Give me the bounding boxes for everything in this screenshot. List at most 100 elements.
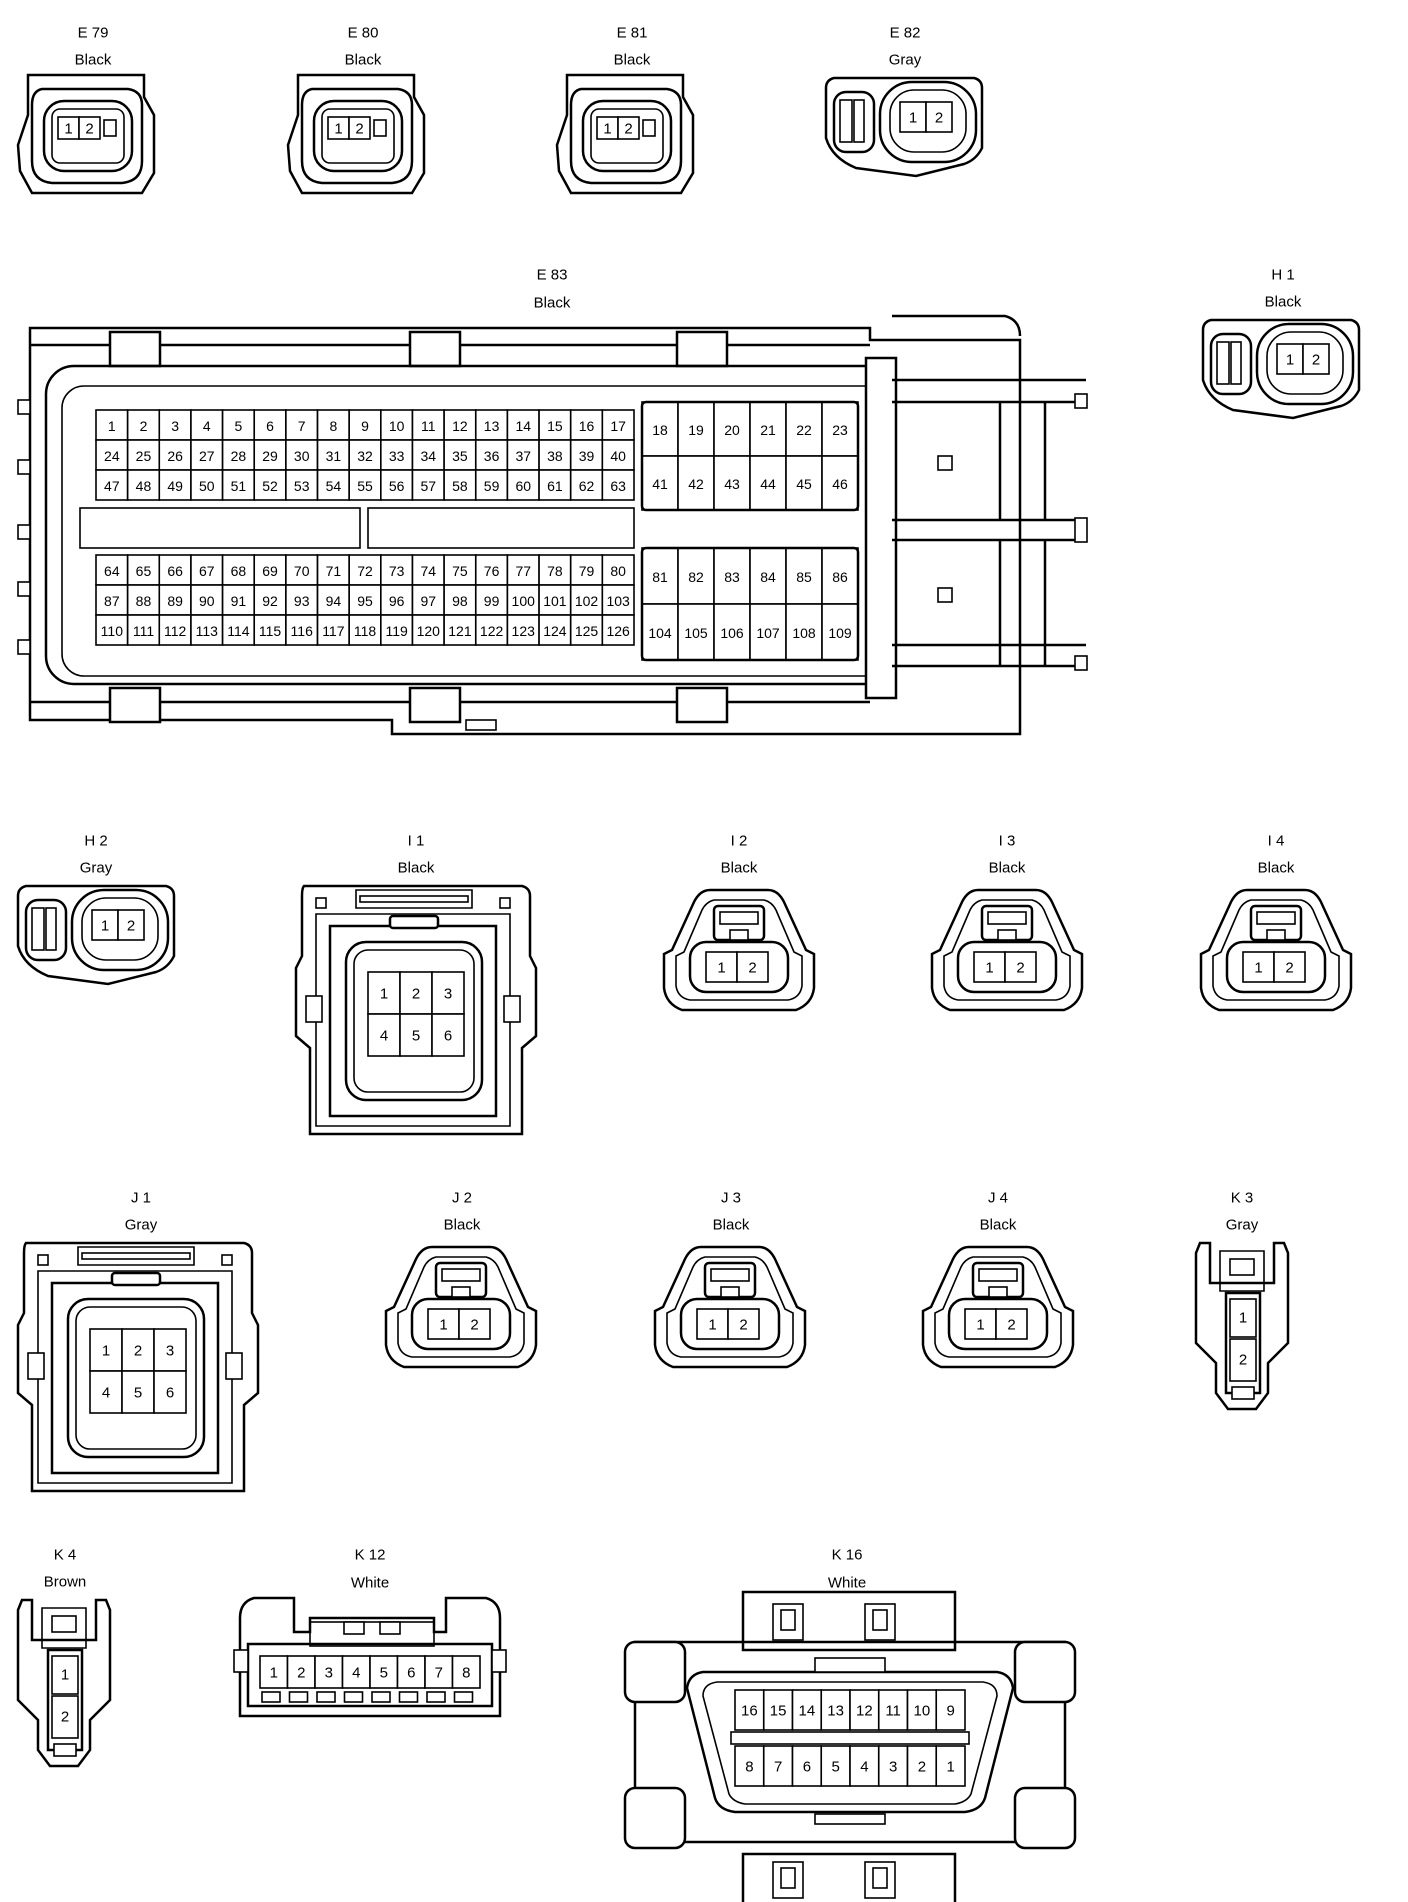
outline xyxy=(719,911,759,925)
connector-color-label: Black xyxy=(444,1217,481,1234)
outline xyxy=(734,1689,765,1731)
pin-number: 37 xyxy=(515,448,531,464)
outline xyxy=(253,469,287,501)
outline xyxy=(640,546,860,662)
outline xyxy=(832,90,876,154)
outline xyxy=(1074,517,1088,543)
pin-number: 73 xyxy=(389,563,405,579)
connector-id-label: I 4 xyxy=(1268,833,1285,850)
pin-number: 113 xyxy=(196,623,219,639)
pin-number: 123 xyxy=(512,623,536,639)
outline xyxy=(1013,1640,1077,1704)
outline xyxy=(937,455,953,471)
connector-color-label: White xyxy=(828,1575,866,1592)
outline xyxy=(285,469,319,501)
pin-number: 22 xyxy=(796,422,812,438)
outline xyxy=(348,614,382,646)
outline xyxy=(81,897,159,961)
pin-number: 108 xyxy=(792,625,816,641)
outline xyxy=(978,1268,1018,1282)
outline xyxy=(27,1352,45,1380)
outline xyxy=(53,1743,77,1757)
outline xyxy=(77,1246,195,1266)
pin-number: 49 xyxy=(167,478,183,494)
outline xyxy=(117,909,145,941)
pin-number: 5 xyxy=(831,1759,839,1776)
outline xyxy=(50,1281,220,1475)
outline xyxy=(126,409,161,441)
outline xyxy=(344,940,484,1102)
outline xyxy=(343,1621,365,1635)
pin-number: 125 xyxy=(575,623,599,639)
pin-number: 94 xyxy=(326,593,342,609)
outline xyxy=(315,897,327,909)
pin-number: 86 xyxy=(832,569,848,585)
connector-id-label: K 12 xyxy=(355,1547,386,1564)
pin-number: 4 xyxy=(352,1665,360,1682)
outline xyxy=(408,330,462,368)
pin-number: 13 xyxy=(484,418,500,434)
outline xyxy=(872,1867,888,1889)
outline xyxy=(17,459,31,475)
pin-number: 1 xyxy=(64,121,72,138)
pin-number: 74 xyxy=(421,563,437,579)
pin-number: 7 xyxy=(298,418,306,434)
outline xyxy=(51,108,125,164)
outline xyxy=(110,1271,162,1287)
pin-number: 2 xyxy=(355,121,363,138)
outline xyxy=(741,1852,957,1902)
outline xyxy=(934,1256,1062,1358)
outline xyxy=(506,614,540,646)
pin-number: 2 xyxy=(1239,1352,1247,1369)
outline xyxy=(312,99,404,173)
connector-color-label: Gray xyxy=(889,52,922,69)
outline xyxy=(762,1745,794,1787)
outline xyxy=(1302,343,1330,375)
outline xyxy=(16,73,156,195)
pin-number: 101 xyxy=(543,593,567,609)
outline xyxy=(16,884,176,986)
outline xyxy=(1013,1786,1077,1850)
pin-number: 120 xyxy=(417,623,441,639)
connector-color-label: Black xyxy=(1258,860,1295,877)
pin-number: 2 xyxy=(127,918,135,935)
outline xyxy=(1231,1386,1255,1400)
outline xyxy=(424,1655,454,1689)
outline xyxy=(17,581,31,597)
pin-number: 58 xyxy=(452,478,468,494)
connector-color-label: Gray xyxy=(80,860,113,877)
pin-number: 119 xyxy=(385,623,408,639)
pin-number: 1 xyxy=(1239,1310,1247,1327)
pin-number: 40 xyxy=(610,448,626,464)
outline xyxy=(427,1308,460,1340)
pin-number: 60 xyxy=(515,478,531,494)
pin-number: 4 xyxy=(380,1028,388,1045)
outline xyxy=(411,469,445,501)
outline xyxy=(590,108,664,164)
outline xyxy=(443,614,477,646)
pin-number: 67 xyxy=(199,563,215,579)
outline xyxy=(285,554,319,586)
pin-number: 1 xyxy=(101,918,109,935)
connector-id-label: I 1 xyxy=(408,833,425,850)
outline xyxy=(348,116,371,140)
outline xyxy=(675,686,729,724)
outline xyxy=(78,116,101,140)
outline xyxy=(995,1308,1028,1340)
outline xyxy=(623,1786,687,1850)
pin-number: 124 xyxy=(543,623,567,639)
outline xyxy=(1219,1250,1265,1292)
outline xyxy=(16,1598,112,1768)
pin-number: 3 xyxy=(325,1665,333,1682)
pin-number: 8 xyxy=(745,1759,753,1776)
outline xyxy=(1255,322,1355,406)
outline xyxy=(849,1745,880,1787)
pin-number: 26 xyxy=(167,448,183,464)
outline xyxy=(569,439,604,471)
outline xyxy=(741,1590,957,1652)
